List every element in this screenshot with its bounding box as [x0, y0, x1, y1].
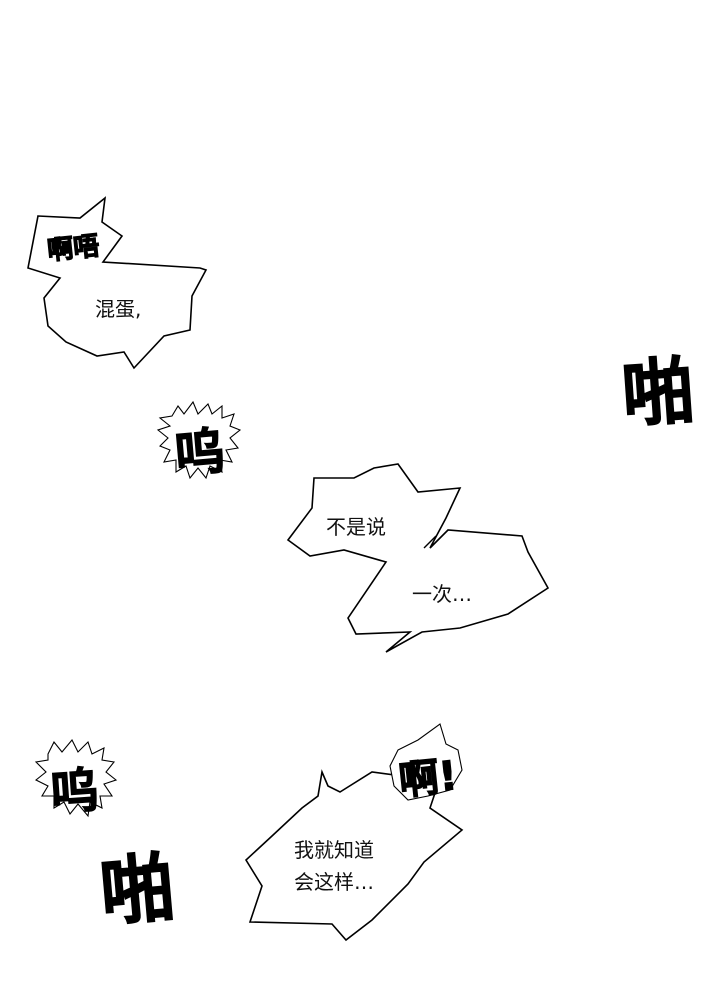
sfx-sob-2-text: 呜 — [49, 762, 101, 821]
sfx-slap-2: 啪 — [96, 844, 178, 937]
sfx-sob-1-text: 呜 — [172, 422, 227, 484]
sfx-burst-sob-2-outline — [34, 739, 118, 818]
bubble-join-line — [423, 535, 437, 549]
speech-bubble-scold-text: 混蛋, — [95, 297, 141, 321]
sfx-burst-gasp: 啊! — [389, 723, 463, 805]
speech-bubble-scold: 混蛋, — [27, 196, 208, 370]
sfx-slap-1: 啪 — [619, 348, 698, 438]
speech-bubble-scold-outline — [27, 196, 208, 370]
speech-bubble-knew-it-line2: 会这样… — [294, 870, 374, 894]
speech-bubble-promise-text: 不是说 — [326, 515, 386, 539]
speech-bubble-promise-tail-text: 一次… — [412, 582, 472, 606]
sfx-burst-gasp-outline — [389, 723, 463, 801]
sfx-moan-top: 啊唔 — [45, 231, 101, 267]
sfx-burst-sob-1-outline — [156, 400, 242, 480]
sfx-burst-sob-2: 呜 — [34, 739, 118, 822]
speech-bubble-knew-it-line1: 我就知道 — [294, 838, 374, 862]
speech-bubble-promise-outline — [286, 463, 550, 653]
sfx-burst-sob-1: 呜 — [156, 400, 242, 485]
sfx-gasp-text: 啊! — [397, 753, 460, 805]
sfx-moan-top-text: 啊唔 — [46, 231, 101, 266]
speech-bubble-promise: 不是说 一次… — [286, 463, 550, 653]
speech-bubble-knew-it: 我就知道 会这样… — [244, 769, 464, 942]
sfx-slap-1-text: 啪 — [619, 348, 697, 437]
sfx-slap-2-text: 啪 — [97, 845, 178, 937]
